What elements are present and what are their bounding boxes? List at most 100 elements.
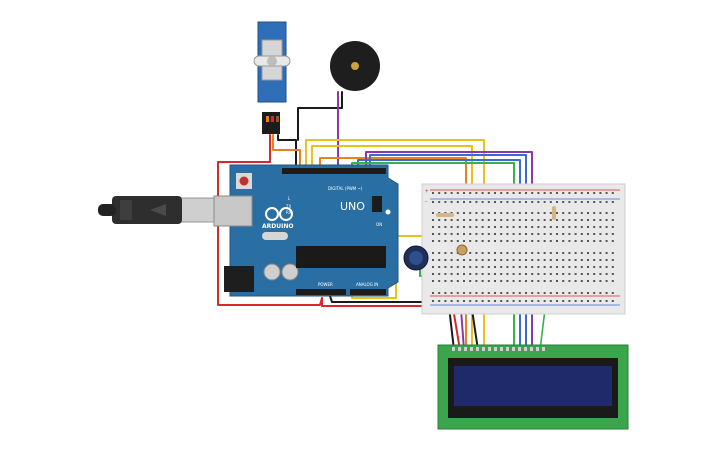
breadboard-hole — [580, 280, 583, 282]
breadboard-hole — [444, 280, 447, 282]
breadboard-hole — [444, 266, 447, 268]
breadboard-hole — [506, 226, 509, 228]
breadboard-hole — [450, 201, 453, 203]
wire-red-servo-power[interactable] — [217, 134, 323, 306]
breadboard-hole — [432, 226, 434, 228]
breadboard-hole — [556, 292, 558, 294]
breadboard-hole — [537, 201, 540, 203]
breadboard-hole — [463, 226, 465, 228]
breadboard-hole — [525, 233, 527, 235]
breadboard-hole — [549, 212, 552, 214]
analog-label: ANALOG IN — [356, 282, 378, 287]
photoresistor[interactable] — [456, 244, 468, 256]
breadboard-hole — [481, 266, 484, 268]
breadboard-hole — [432, 259, 434, 261]
resistor-1[interactable] — [436, 213, 454, 217]
breadboard-hole — [506, 233, 509, 235]
wire-black-gnd[interactable] — [329, 295, 441, 303]
breadboard-hole — [605, 266, 608, 268]
breadboard-hole — [593, 300, 596, 302]
breadboard-hole — [599, 300, 602, 302]
breadboard-hole — [549, 259, 552, 261]
breadboard-hole — [475, 226, 478, 228]
breadboard-hole — [611, 292, 614, 294]
breadboard-hole — [494, 192, 496, 194]
wire-black-servo-gnd[interactable] — [277, 134, 297, 173]
breadboard-hole — [593, 280, 596, 282]
breadboard-hole — [543, 266, 546, 268]
breadboard-hole — [537, 300, 540, 302]
breadboard-hole — [556, 266, 558, 268]
breadboard-hole — [481, 300, 484, 302]
breadboard-hole — [432, 252, 434, 254]
breadboard-hole — [525, 266, 527, 268]
breadboard-hole — [500, 233, 503, 235]
breadboard-hole — [549, 226, 552, 228]
on-label: ON — [376, 222, 382, 227]
breadboard-hole — [494, 226, 496, 228]
breadboard-hole — [593, 226, 596, 228]
wire-black-buzzer[interactable] — [297, 91, 343, 141]
arduino-uno[interactable]: ARDUINO UNO DIGITAL (PWM ~) ANALOG IN PO… — [213, 164, 399, 297]
breadboard-hole — [456, 240, 459, 242]
breadboard-hole — [469, 266, 472, 268]
lcd-screen — [454, 366, 612, 406]
analog-header — [350, 289, 386, 295]
lcd-16x2[interactable] — [437, 344, 629, 430]
breadboard-hole — [456, 300, 459, 302]
usb-port — [213, 195, 253, 227]
breadboard-hole — [549, 240, 552, 242]
on-led — [385, 209, 391, 215]
breadboard[interactable]: + - — [403, 183, 626, 315]
breadboard-hole — [537, 259, 540, 261]
lcd-pin — [524, 347, 527, 351]
breadboard-hole — [463, 192, 465, 194]
breadboard-hole — [469, 292, 472, 294]
breadboard-hole — [580, 240, 583, 242]
piezo-buzzer[interactable] — [330, 41, 380, 91]
wire-orange-servo-signal[interactable] — [272, 134, 301, 173]
breadboard-hole — [537, 226, 540, 228]
breadboard-hole — [512, 273, 515, 275]
breadboard-hole — [568, 273, 571, 275]
breadboard-hole — [494, 201, 496, 203]
breadboard-hole — [562, 219, 565, 221]
capacitor — [263, 263, 281, 281]
led-rx-label: RX — [286, 210, 292, 215]
breadboard-hole — [525, 212, 527, 214]
servo-motor[interactable] — [253, 21, 291, 134]
breadboard-hole — [593, 201, 596, 203]
breadboard-hole — [568, 300, 571, 302]
crystal — [262, 232, 288, 240]
breadboard-hole — [518, 219, 521, 221]
breadboard-hole — [562, 292, 565, 294]
breadboard-hole — [580, 233, 583, 235]
breadboard-hole — [512, 300, 515, 302]
breadboard-hole — [500, 273, 503, 275]
breadboard-hole — [599, 240, 602, 242]
lcd-pin — [506, 347, 509, 351]
resistor-2[interactable] — [552, 206, 556, 220]
breadboard-hole — [531, 212, 534, 214]
breadboard-hole — [456, 226, 459, 228]
breadboard-hole — [432, 219, 434, 221]
breadboard-hole — [537, 252, 540, 254]
breadboard-hole — [574, 273, 577, 275]
breadboard-hole — [605, 240, 608, 242]
breadboard-hole — [580, 292, 583, 294]
breadboard-hole — [574, 259, 577, 261]
breadboard-hole — [475, 192, 478, 194]
breadboard-hole — [599, 266, 602, 268]
breadboard-hole — [506, 300, 509, 302]
breadboard-hole — [531, 219, 534, 221]
breadboard-hole — [568, 292, 571, 294]
breadboard-hole — [568, 240, 571, 242]
breadboard-hole — [611, 201, 614, 203]
breadboard-hole — [500, 201, 503, 203]
usb-cable[interactable] — [98, 196, 215, 224]
breadboard-hole — [438, 201, 441, 203]
breadboard-hole — [580, 252, 583, 254]
breadboard-hole — [543, 292, 546, 294]
breadboard-hole — [611, 259, 614, 261]
